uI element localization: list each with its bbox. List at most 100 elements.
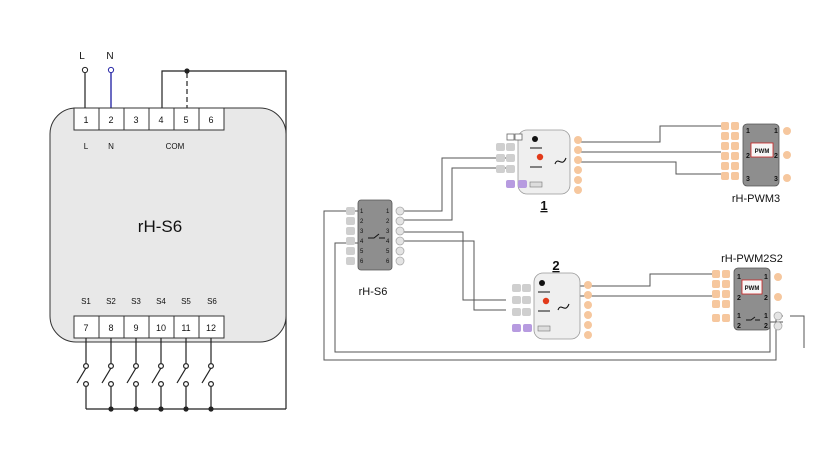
switch-s6 — [201, 338, 215, 409]
svg-text:1: 1 — [746, 128, 750, 135]
controller-1-tag-a — [506, 133, 515, 141]
controller-1-indicator — [536, 153, 544, 161]
label-s6: S6 — [207, 297, 217, 306]
physical-wiring-diagram: L N 1 2 3 4 5 6 L N COM — [49, 51, 287, 412]
rh-pwm3-logo: PWM — [755, 149, 770, 155]
label-s5: S5 — [181, 297, 191, 306]
label-s4: S4 — [156, 297, 166, 306]
svg-text:2: 2 — [386, 219, 390, 225]
module-title: rH-S6 — [138, 217, 182, 236]
controller-2-input-pins — [512, 284, 531, 316]
terminal-11-number: 11 — [181, 323, 190, 333]
rh-s6-right-pins — [395, 206, 405, 266]
rh-pwm2s2-input-pins — [712, 270, 730, 322]
supply-n-terminal — [107, 66, 115, 74]
svg-text:1: 1 — [737, 313, 741, 320]
label-s1: S1 — [81, 297, 91, 306]
controller-2-number: 2 — [552, 258, 559, 273]
switch-symbol-icon — [368, 233, 385, 239]
controller-2-output-pins — [584, 281, 592, 339]
rh-s6-block-label: rH-S6 — [359, 286, 388, 298]
logical-block-diagram: 1 1 2 2 3 3 4 4 5 5 6 6 rH-S6 — [323, 122, 805, 361]
controller-1-person-icon — [532, 136, 538, 142]
svg-text:1: 1 — [764, 274, 768, 281]
switch-s5 — [176, 338, 190, 409]
svg-text:1: 1 — [764, 313, 768, 320]
svg-text:1: 1 — [774, 128, 778, 135]
switch-s4 — [151, 338, 165, 409]
svg-text:4: 4 — [360, 239, 364, 245]
controller-2-body — [533, 272, 581, 340]
svg-text:2: 2 — [737, 295, 741, 302]
controller-1-tag-b — [514, 133, 523, 141]
svg-text:5: 5 — [386, 249, 390, 255]
rh-pwm2s2-switch-icon — [746, 316, 760, 321]
logic-wires — [323, 125, 805, 361]
terminal-4-number: 4 — [158, 115, 163, 125]
label-n-supply: N — [106, 51, 113, 62]
svg-text:2: 2 — [737, 323, 741, 330]
rh-pwm2s2-output-pins — [774, 273, 782, 301]
switch-s1 — [76, 338, 89, 409]
rh-pwm2s2-pin-numbers: 1 2 1 2 1 2 1 2 — [737, 274, 768, 330]
terminal-9-number: 9 — [133, 323, 138, 333]
svg-text:3: 3 — [386, 229, 390, 235]
rh-pwm2s2-block: rH-PWM2S2 PWM 1 2 1 2 1 2 1 2 — [712, 253, 783, 331]
svg-text:1: 1 — [360, 209, 364, 215]
controller-1-input-pins — [496, 143, 515, 173]
svg-text:2: 2 — [764, 295, 768, 302]
svg-text:6: 6 — [360, 259, 364, 265]
label-com: COM — [166, 142, 185, 151]
svg-text:5: 5 — [360, 249, 364, 255]
svg-text:2: 2 — [764, 323, 768, 330]
controller-1-aux-pins — [506, 180, 527, 188]
label-n: N — [108, 142, 114, 151]
controller-1-block: 1 — [496, 129, 582, 213]
svg-text:1: 1 — [386, 209, 390, 215]
svg-text:2: 2 — [360, 219, 364, 225]
switch-s3 — [126, 338, 140, 409]
switch-s2 — [101, 338, 114, 409]
supply-l-terminal — [81, 66, 89, 74]
terminal-2-number: 2 — [108, 115, 113, 125]
rh-pwm3-output-pins — [783, 127, 791, 182]
terminal-1-number: 1 — [83, 115, 88, 125]
top-terminal-strip: 1 2 3 4 5 6 — [73, 107, 225, 131]
rh-pwm3-label: rH-PWM3 — [732, 193, 780, 205]
terminal-7-number: 7 — [83, 323, 88, 333]
terminal-8-number: 8 — [108, 323, 113, 333]
rh-pwm3-pin-numbers: 1 2 3 1 2 3 — [746, 128, 778, 183]
svg-text:3: 3 — [360, 229, 364, 235]
svg-text:2: 2 — [774, 153, 778, 160]
svg-text:3: 3 — [746, 176, 750, 183]
svg-text:6: 6 — [386, 259, 390, 265]
rh-s6-body — [357, 199, 393, 271]
controller-2-person-icon — [539, 280, 545, 286]
controller-1-battery-icon — [529, 181, 543, 188]
controller-1-output-pins — [574, 136, 582, 194]
rh-pwm3-pwm-icon — [750, 142, 774, 158]
controller-2-aux-pins — [512, 324, 532, 332]
controller-1-body — [517, 129, 571, 195]
svg-text:3: 3 — [774, 176, 778, 183]
terminal-3-number: 3 — [133, 115, 138, 125]
controller-1-number: 1 — [540, 198, 547, 213]
rh-s6-left-pins — [346, 207, 355, 265]
logic-rh-s6-block: 1 1 2 2 3 3 4 4 5 5 6 6 rH-S6 — [346, 199, 405, 298]
rh-pwm2s2-logo: PWM — [745, 286, 760, 292]
rh-pwm3-block: PWM 1 2 3 1 2 3 rH-PWM3 — [721, 122, 791, 205]
rh-pwm2s2-pwm-icon — [741, 279, 763, 295]
label-l-supply: L — [79, 51, 85, 62]
controller-2-block: 2 — [512, 258, 592, 340]
terminal-12-number: 12 — [206, 323, 216, 333]
label-l: L — [84, 142, 89, 151]
com-junction — [184, 68, 190, 74]
svg-text:1: 1 — [737, 274, 741, 281]
rh-pwm3-input-pins — [721, 122, 739, 180]
bottom-terminal-strip: 7 8 9 10 11 12 — [73, 315, 225, 339]
rh-pwm2s2-status-pins — [773, 311, 783, 331]
terminal-5-number: 5 — [183, 115, 188, 125]
controller-2-battery-icon — [537, 325, 551, 332]
svg-text:4: 4 — [386, 239, 390, 245]
